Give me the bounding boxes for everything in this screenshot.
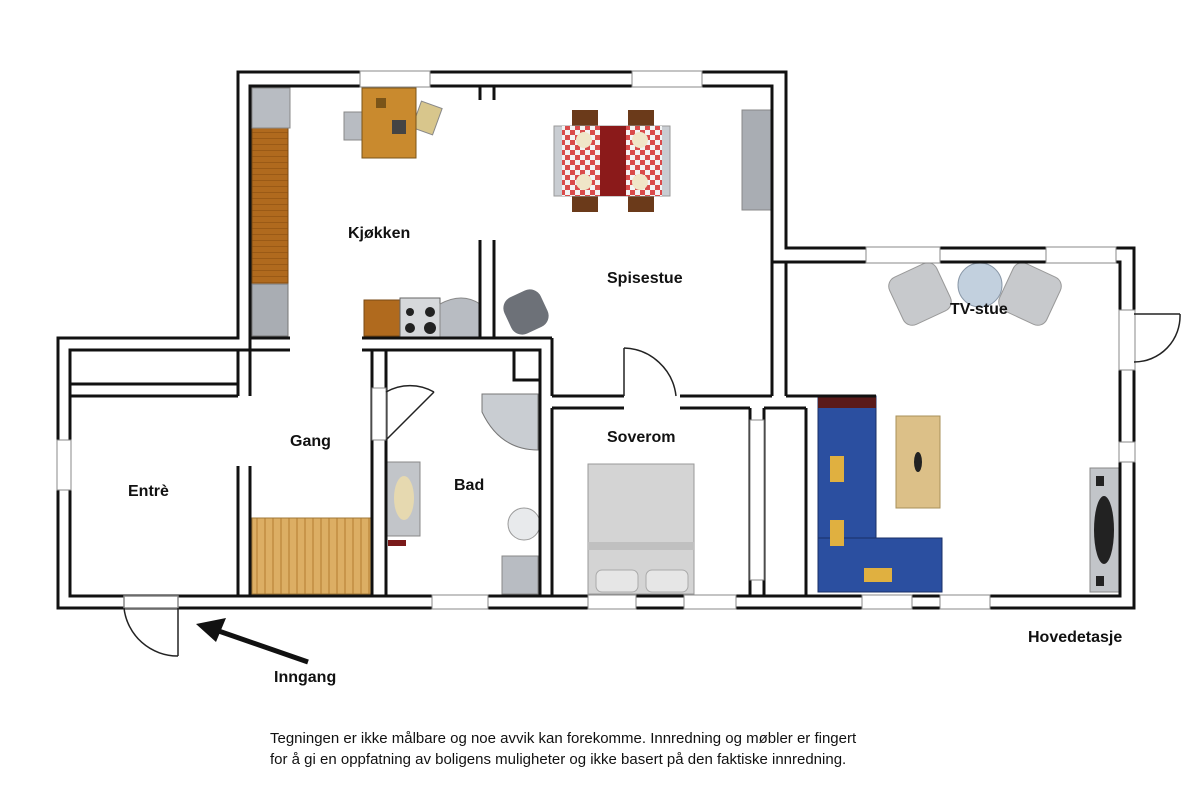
toilet <box>501 555 539 595</box>
room-label-gang: Gang <box>290 433 331 450</box>
room-label-entre: Entrè <box>128 483 169 500</box>
shower <box>481 393 539 451</box>
stove <box>399 297 441 339</box>
disclaimer-line-2: for å gi en oppfatning av boligens mulig… <box>270 751 847 768</box>
tv-unit <box>1089 467 1121 593</box>
floor-label: Hovedetasje <box>1028 629 1122 646</box>
sideboard <box>741 109 773 211</box>
armchairs <box>888 262 1062 326</box>
windows <box>56 70 1136 610</box>
disclaimer: Tegningen er ikke målbare og noe avvik k… <box>270 728 990 770</box>
room-label-soverom: Soverom <box>607 429 675 446</box>
fridge <box>251 87 291 129</box>
kitchen-table <box>343 87 443 159</box>
dining-table <box>553 110 671 212</box>
bed <box>587 463 695 595</box>
sink-counter <box>439 297 481 339</box>
bath-sink <box>507 507 541 541</box>
disclaimer-line-1: Tegningen er ikke målbare og noe avvik k… <box>270 730 857 747</box>
room-label-bad: Bad <box>454 477 484 494</box>
stairs <box>251 517 373 595</box>
kitchen-cabinet <box>363 299 403 337</box>
stool <box>503 289 549 335</box>
entrance-arrow <box>196 618 309 665</box>
room-label-spisestue: Spisestue <box>607 270 683 287</box>
room-label-kjokken: Kjøkken <box>348 225 410 242</box>
dishwasher <box>251 283 289 337</box>
doors <box>123 313 1181 657</box>
bath-vanity <box>385 461 421 546</box>
entrance-label: Inngang <box>274 669 336 686</box>
room-label-tv-stue: TV-stue <box>950 301 1008 318</box>
furniture <box>251 87 1121 595</box>
kitchen-counter <box>251 125 289 285</box>
coffee-table <box>895 415 941 509</box>
